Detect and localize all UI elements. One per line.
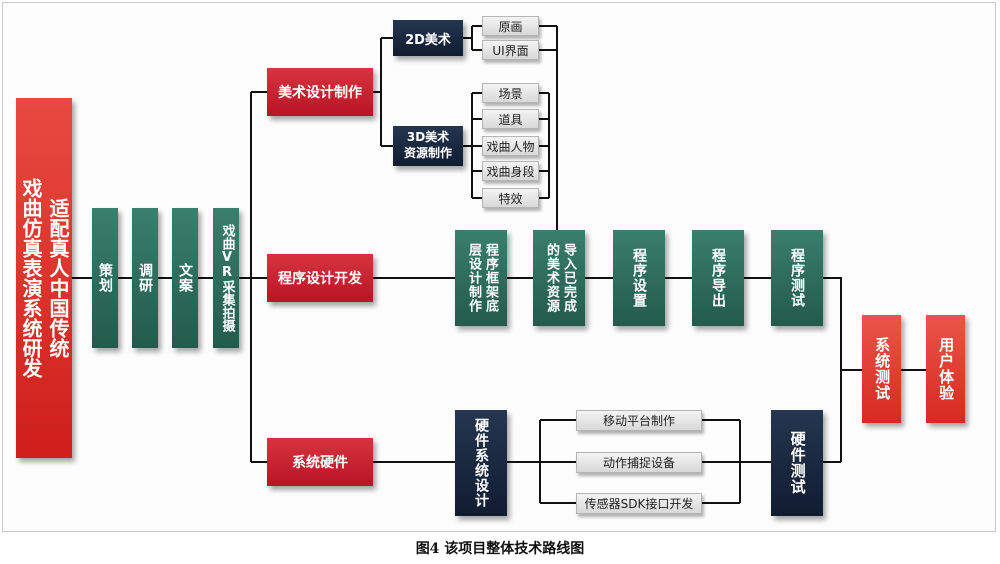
art-2d-label: 2D美术 (405, 32, 451, 48)
art-3d-box: 3D美术 资源制作 (393, 126, 463, 166)
art-3d-item-movement-label: 戏曲身段 (486, 164, 535, 179)
program-framework-line1: 程序框架底 (482, 243, 498, 313)
program-export-label: 程序导出 (710, 248, 727, 308)
art-3d-item-movement: 戏曲身段 (482, 161, 539, 181)
program-settings-box: 程序设置 (613, 230, 665, 326)
root-title-line2: 适配真人中国传统 (46, 198, 70, 358)
user-experience-box: 用户体验 (926, 315, 965, 423)
root-box: 适配真人中国传统 戏曲仿真表演系统研发 (16, 98, 72, 458)
stage-vr-capture-label: 戏曲VR采集拍摄 (219, 224, 235, 332)
program-import-box: 导入已完成 的美术资源 (533, 230, 585, 326)
branch-hardware: 系统硬件 (267, 438, 373, 486)
art-3d-item-scene-label: 场景 (498, 86, 523, 101)
hardware-test-label: 硬件测试 (788, 431, 807, 495)
program-test-box: 程序测试 (771, 230, 823, 326)
program-settings-label: 程序设置 (631, 248, 648, 308)
branch-art-label: 美术设计制作 (278, 85, 362, 101)
stage-planning-label: 策划 (97, 263, 114, 293)
program-import-line2: 的美术资源 (544, 243, 559, 313)
program-framework-box: 程序框架底 层设计制作 (455, 230, 507, 326)
art-3d-item-prop-label: 道具 (498, 112, 523, 127)
art-2d-box: 2D美术 (393, 20, 463, 56)
stage-research: 调研 (132, 208, 158, 348)
system-test-label: 系统测试 (873, 337, 892, 401)
hardware-design-box: 硬件系统设计 (455, 410, 507, 516)
stage-planning: 策划 (92, 208, 118, 348)
hardware-item-mobile-platform-label: 移动平台制作 (602, 414, 675, 428)
branch-program: 程序设计开发 (267, 254, 373, 302)
art-2d-item-ui: UI界面 (482, 40, 539, 60)
hardware-item-mobile-platform: 移动平台制作 (576, 410, 702, 431)
branch-hardware-label: 系统硬件 (292, 455, 348, 471)
hardware-design-label: 硬件系统设计 (473, 418, 490, 508)
program-test-label: 程序测试 (789, 248, 806, 308)
art-3d-item-effects: 特效 (482, 188, 539, 208)
stage-script: 文案 (172, 208, 198, 348)
art-3d-item-effects-label: 特效 (498, 191, 523, 206)
stage-research-label: 调研 (137, 263, 154, 293)
hardware-item-motion-capture: 动作捕捉设备 (576, 452, 702, 473)
stage-script-label: 文案 (177, 263, 194, 293)
user-experience-label: 用户体验 (937, 337, 956, 401)
art-3d-item-scene: 场景 (482, 83, 539, 103)
root-title-line1: 戏曲仿真表演系统研发 (19, 178, 43, 378)
system-test-box: 系统测试 (862, 315, 901, 423)
hardware-test-box: 硬件测试 (771, 410, 823, 516)
hardware-item-motion-capture-label: 动作捕捉设备 (602, 456, 675, 470)
branch-art: 美术设计制作 (267, 68, 373, 116)
branch-program-label: 程序设计开发 (278, 271, 362, 287)
figure-caption: 图4 该项目整体技术路线图 (415, 541, 585, 557)
art-3d-item-prop: 道具 (482, 109, 539, 129)
stage-vr-capture: 戏曲VR采集拍摄 (213, 208, 239, 348)
program-framework-line2: 层设计制作 (466, 243, 481, 313)
hardware-item-sensor-sdk-label: 传感器SDK接口开发 (584, 497, 694, 511)
art-3d-item-character: 戏曲人物 (482, 136, 539, 156)
program-import-line1: 导入已完成 (560, 243, 576, 313)
art-3d-item-character-label: 戏曲人物 (486, 139, 535, 154)
program-export-box: 程序导出 (692, 230, 744, 326)
art-2d-item-ui-label: UI界面 (492, 43, 529, 58)
art-3d-label-line1: 3D美术 (406, 130, 450, 145)
art-3d-label-line2: 资源制作 (403, 146, 452, 160)
hardware-item-sensor-sdk: 传感器SDK接口开发 (576, 493, 702, 514)
art-2d-item-concept: 原画 (482, 16, 539, 36)
art-2d-item-concept-label: 原画 (498, 19, 523, 34)
